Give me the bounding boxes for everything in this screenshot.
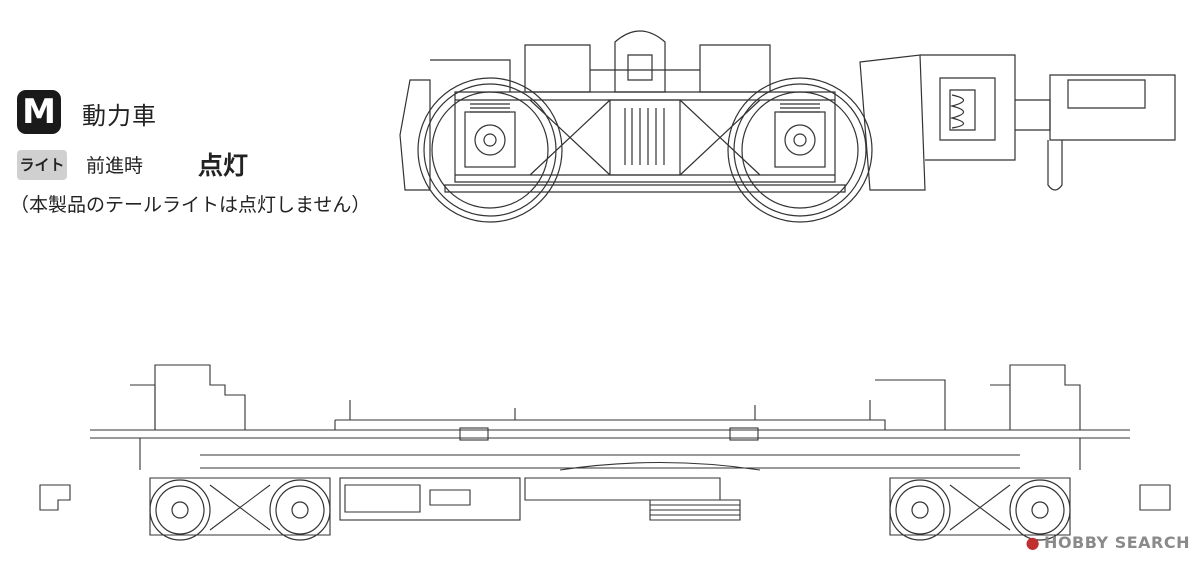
watermark-text: HOBBY SEARCH	[1044, 533, 1190, 552]
light-badge: ライト	[17, 150, 67, 180]
legend: M 動力車 ライト 前進時 点灯 （本製品のテールライトは点灯しません）	[0, 0, 420, 230]
light-state-label: 点灯	[198, 151, 249, 180]
watermark: ●HOBBY SEARCH	[1026, 533, 1190, 552]
direction-label: 前進時	[86, 155, 144, 177]
tail-light-note: （本製品のテールライトは点灯しません）	[10, 194, 371, 216]
motor-car-badge: M	[17, 90, 61, 134]
hobby-search-logo-icon: ●	[1025, 533, 1041, 552]
car-type-label: 動力車	[82, 102, 157, 130]
